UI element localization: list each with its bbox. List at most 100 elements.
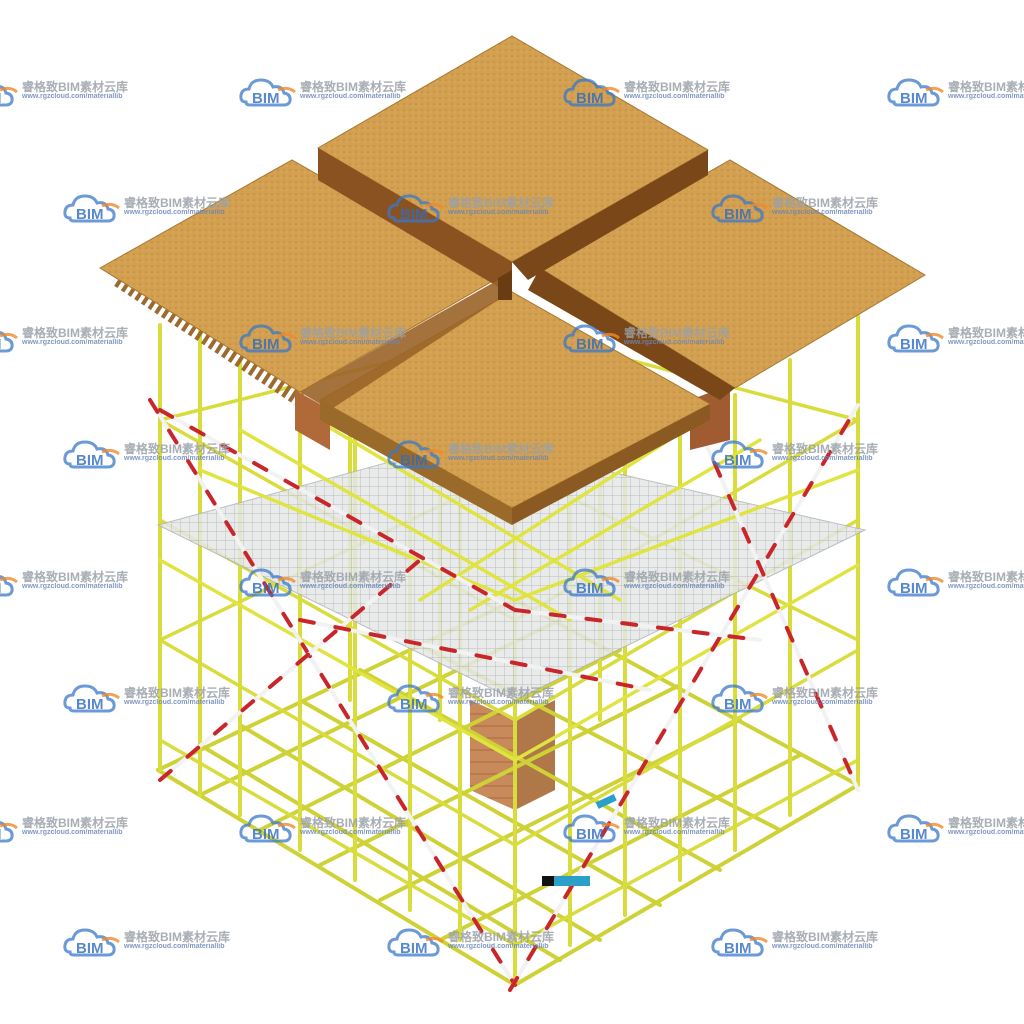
watermark: BIM 睿格致BIM素材云库 www.rgzcloud.com/material… [0, 318, 150, 358]
cloud-logo-icon: BIM [63, 194, 120, 223]
watermark-brand-text: 睿格致BIM素材云库 [300, 80, 406, 94]
cloud-logo-icon: BIM [239, 814, 296, 843]
watermark-brand-text: 睿格致BIM素材云库 [448, 442, 554, 456]
base-accessory [542, 794, 617, 886]
watermark-url-text: www.rgzcloud.com/materiallib [624, 93, 725, 100]
watermark: BIM 睿格致BIM素材云库 www.rgzcloud.com/material… [386, 188, 576, 228]
watermark-brand-text: 睿格致BIM素材云库 [772, 686, 878, 700]
watermark-url-text: www.rgzcloud.com/materiallib [448, 943, 549, 950]
watermark-url-text: www.rgzcloud.com/materiallib [22, 583, 123, 590]
watermark-url-text: www.rgzcloud.com/materiallib [124, 699, 225, 706]
svg-text:BIM: BIM [400, 696, 428, 713]
svg-text:BIM: BIM [576, 826, 604, 843]
watermark-brand-text: 睿格致BIM素材云库 [624, 80, 730, 94]
svg-text:BIM: BIM [724, 452, 752, 469]
watermark-url-text: www.rgzcloud.com/materiallib [300, 829, 401, 836]
watermark: BIM 睿格致BIM素材云库 www.rgzcloud.com/material… [710, 922, 900, 962]
cloud-logo-icon: BIM [563, 78, 620, 107]
cloud-logo-icon: BIM [563, 324, 620, 353]
watermark-url-text: www.rgzcloud.com/materiallib [300, 93, 401, 100]
svg-text:BIM: BIM [576, 336, 604, 353]
watermark-url-text: www.rgzcloud.com/materiallib [624, 583, 725, 590]
watermark-brand-text: 睿格致BIM素材云库 [448, 686, 554, 700]
watermark-url-text: www.rgzcloud.com/materiallib [448, 699, 549, 706]
safety-net-platform [156, 439, 867, 701]
watermark: BIM 睿格致BIM素材云库 www.rgzcloud.com/material… [238, 72, 428, 112]
svg-text:BIM: BIM [0, 336, 2, 353]
svg-text:BIM: BIM [400, 206, 428, 223]
cloud-logo-icon: BIM [239, 78, 296, 107]
watermark-brand-text: 睿格致BIM素材云库 [448, 196, 554, 210]
watermark-url-text: www.rgzcloud.com/materiallib [624, 339, 725, 346]
watermark-url-text: www.rgzcloud.com/materiallib [300, 583, 401, 590]
watermark-url-text: www.rgzcloud.com/materiallib [124, 209, 225, 216]
watermark-brand-text: 睿格致BIM素材云库 [948, 80, 1024, 94]
watermark-brand-text: 睿格致BIM素材云库 [772, 442, 878, 456]
svg-text:BIM: BIM [252, 580, 280, 597]
cloud-logo-icon: BIM [387, 440, 444, 469]
svg-text:BIM: BIM [0, 826, 2, 843]
watermark-brand-text: 睿格致BIM素材云库 [772, 930, 878, 944]
watermark-brand-text: 睿格致BIM素材云库 [22, 570, 128, 584]
watermark: BIM 睿格致BIM素材云库 www.rgzcloud.com/material… [886, 808, 1024, 848]
watermark-brand-text: 睿格致BIM素材云库 [124, 196, 230, 210]
watermark: BIM 睿格致BIM素材云库 www.rgzcloud.com/material… [710, 678, 900, 718]
cloud-logo-icon: BIM [711, 194, 768, 223]
cloud-logo-icon: BIM [887, 568, 944, 597]
cloud-logo-icon: BIM [0, 575, 18, 597]
svg-text:BIM: BIM [0, 90, 2, 107]
watermark-brand-text: 睿格致BIM素材云库 [624, 326, 730, 340]
cloud-logo-icon: BIM [63, 440, 120, 469]
svg-text:BIM: BIM [900, 580, 928, 597]
watermark: BIM 睿格致BIM素材云库 www.rgzcloud.com/material… [562, 318, 752, 358]
watermark-brand-text: 睿格致BIM素材云库 [22, 80, 128, 94]
formwork-slab [99, 35, 926, 525]
cloud-logo-icon: BIM [887, 814, 944, 843]
watermark-url-text: www.rgzcloud.com/materiallib [22, 829, 123, 836]
watermark: BIM 睿格致BIM素材云库 www.rgzcloud.com/material… [62, 922, 252, 962]
svg-text:BIM: BIM [252, 826, 280, 843]
watermark: BIM 睿格致BIM素材云库 www.rgzcloud.com/material… [0, 72, 150, 112]
watermark: BIM 睿格致BIM素材云库 www.rgzcloud.com/material… [886, 72, 1024, 112]
cloud-logo-icon: BIM [387, 684, 444, 713]
svg-text:BIM: BIM [724, 940, 752, 957]
watermark: BIM 睿格致BIM素材云库 www.rgzcloud.com/material… [386, 678, 576, 718]
watermark-brand-text: 睿格致BIM素材云库 [948, 816, 1024, 830]
watermark: BIM 睿格致BIM素材云库 www.rgzcloud.com/material… [562, 808, 752, 848]
diagonal-braces [148, 398, 860, 992]
watermark: BIM 睿格致BIM素材云库 www.rgzcloud.com/material… [238, 318, 428, 358]
watermark-brand-text: 睿格致BIM素材云库 [448, 930, 554, 944]
watermark-brand-text: 睿格致BIM素材云库 [948, 326, 1024, 340]
svg-text:BIM: BIM [400, 452, 428, 469]
cloud-logo-icon: BIM [0, 821, 18, 843]
watermark-url-text: www.rgzcloud.com/materiallib [772, 699, 873, 706]
watermark: BIM 睿格致BIM素材云库 www.rgzcloud.com/material… [238, 562, 428, 602]
watermark: BIM 睿格致BIM素材云库 www.rgzcloud.com/material… [0, 562, 150, 602]
watermark-brand-text: 睿格致BIM素材云库 [124, 930, 230, 944]
watermark: BIM 睿格致BIM素材云库 www.rgzcloud.com/material… [562, 72, 752, 112]
watermark-brand-text: 睿格致BIM素材云库 [300, 816, 406, 830]
watermark-url-text: www.rgzcloud.com/materiallib [22, 339, 123, 346]
watermark: BIM 睿格致BIM素材云库 www.rgzcloud.com/material… [562, 562, 752, 602]
cloud-logo-icon: BIM [239, 568, 296, 597]
watermark-url-text: www.rgzcloud.com/materiallib [772, 209, 873, 216]
cloud-logo-icon: BIM [711, 684, 768, 713]
cloud-logo-icon: BIM [387, 928, 444, 957]
watermark-brand-text: 睿格致BIM素材云库 [948, 570, 1024, 584]
watermark-brand-text: 睿格致BIM素材云库 [22, 326, 128, 340]
svg-text:BIM: BIM [724, 206, 752, 223]
cloud-logo-icon: BIM [63, 928, 120, 957]
cloud-logo-icon: BIM [887, 324, 944, 353]
watermark-brand-text: 睿格致BIM素材云库 [22, 816, 128, 830]
watermark-url-text: www.rgzcloud.com/materiallib [124, 943, 225, 950]
watermark: BIM 睿格致BIM素材云库 www.rgzcloud.com/material… [0, 808, 150, 848]
watermark: BIM 睿格致BIM素材云库 www.rgzcloud.com/material… [886, 318, 1024, 358]
watermark-url-text: www.rgzcloud.com/materiallib [22, 93, 123, 100]
scaffold-base-frame [156, 598, 860, 987]
watermark-url-text: www.rgzcloud.com/materiallib [124, 455, 225, 462]
svg-text:BIM: BIM [576, 580, 604, 597]
cloud-logo-icon: BIM [711, 928, 768, 957]
cloud-logo-icon: BIM [0, 85, 18, 107]
svg-text:BIM: BIM [900, 826, 928, 843]
